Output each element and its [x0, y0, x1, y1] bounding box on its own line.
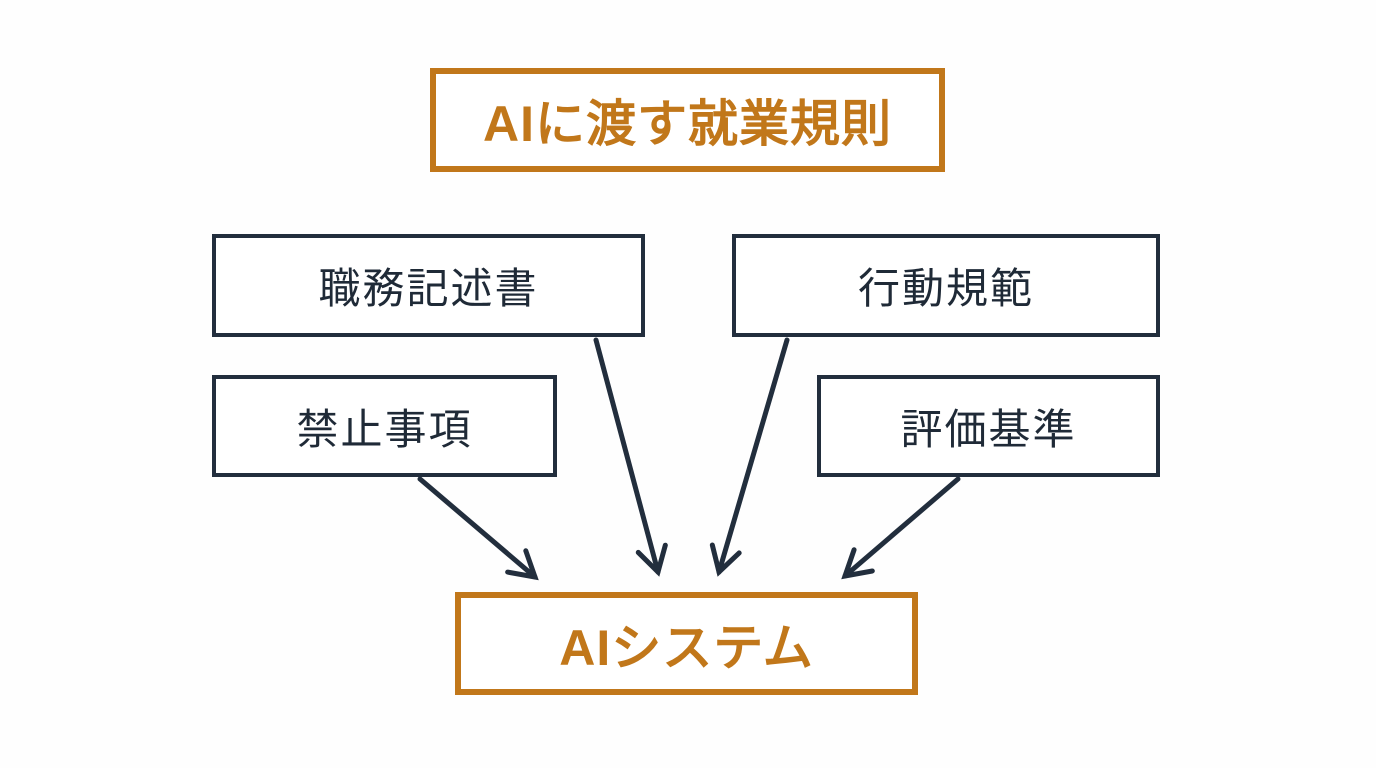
input-box-evaluation-criteria: 評価基準	[817, 375, 1160, 477]
target-box-ai-system: AIシステム	[455, 592, 918, 695]
input-label-evaluation-criteria: 評価基準	[900, 405, 1077, 453]
arrow-evaluation-criteria-to-ai	[841, 476, 961, 580]
title-label: AIに渡す就業規則	[483, 96, 892, 152]
title-box: AIに渡す就業規則	[430, 68, 945, 172]
input-box-code-of-conduct: 行動規範	[732, 234, 1160, 337]
arrow-prohibited-items-to-ai	[417, 476, 539, 581]
input-box-prohibited-items: 禁止事項	[212, 375, 557, 477]
input-label-job-description: 職務記述書	[318, 265, 539, 312]
target-label-ai-system: AIシステム	[559, 619, 814, 676]
input-box-job-description: 職務記述書	[212, 234, 645, 337]
arrow-code-of-conduct-to-ai	[709, 337, 790, 577]
input-label-code-of-conduct: 行動規範	[857, 265, 1034, 312]
arrow-job-description-to-ai	[593, 337, 668, 577]
input-label-prohibited-items: 禁止事項	[296, 405, 473, 453]
